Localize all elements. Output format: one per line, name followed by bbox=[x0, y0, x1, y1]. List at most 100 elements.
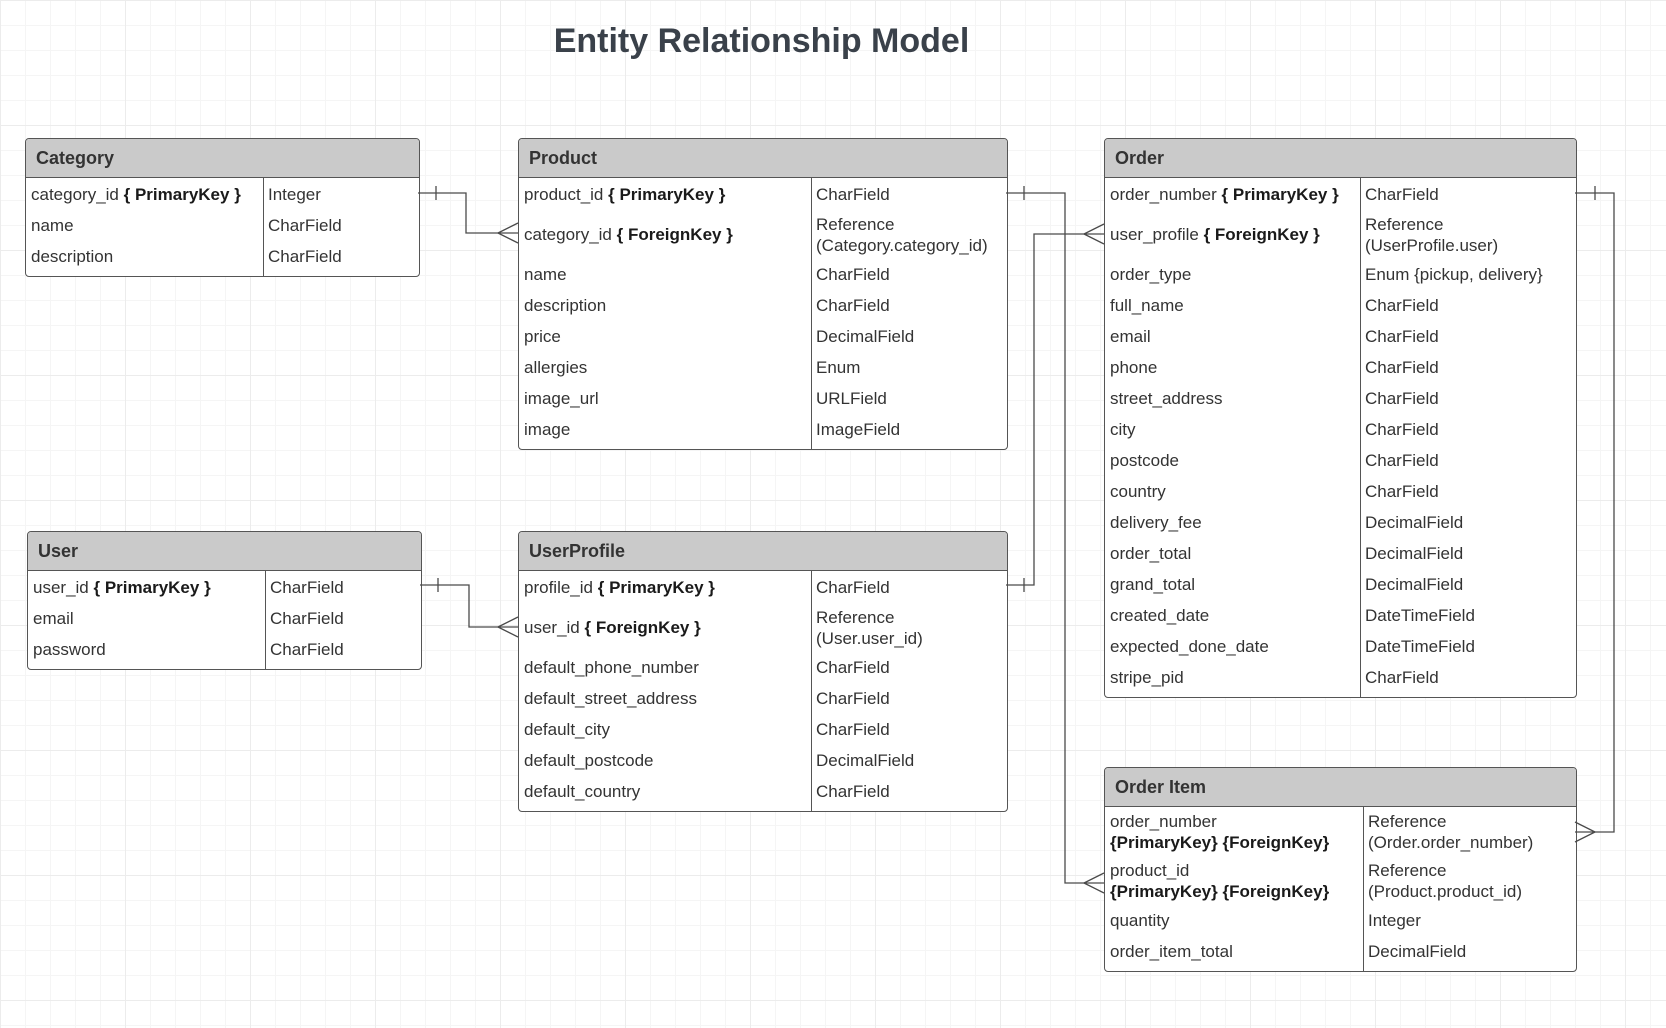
field-type: DecimalField bbox=[811, 326, 1007, 347]
many-marker bbox=[497, 222, 519, 234]
field-name: default_street_address bbox=[519, 688, 811, 709]
field-name-text: default_phone_number bbox=[524, 658, 699, 677]
field-type-text: (User.user_id) bbox=[816, 628, 923, 648]
field-row: email CharField bbox=[28, 603, 421, 634]
field-name-text: street_address bbox=[1110, 389, 1223, 408]
field-type-text: DateTimeField bbox=[1365, 637, 1475, 656]
entity-product[interactable]: Product product_id { PrimaryKey }CharFie… bbox=[518, 138, 1008, 450]
field-type: DecimalField bbox=[1360, 512, 1576, 533]
field-type-text: Integer bbox=[268, 184, 321, 204]
entity-fields: product_id { PrimaryKey }CharField catego… bbox=[519, 178, 1007, 449]
field-row: product_id { PrimaryKey }CharField bbox=[519, 178, 1007, 210]
column-divider bbox=[265, 571, 266, 669]
entity-bottom-padding bbox=[28, 665, 421, 669]
field-type: Integer bbox=[1363, 910, 1576, 931]
field-type-text: DecimalField bbox=[1365, 513, 1464, 532]
field-type: CharField bbox=[1360, 184, 1576, 205]
field-row: delivery_fee DecimalField bbox=[1105, 507, 1576, 538]
many-marker bbox=[1574, 821, 1596, 833]
entity-userprofile[interactable]: UserProfile profile_id { PrimaryKey }Cha… bbox=[518, 531, 1008, 812]
field-name-text: name bbox=[524, 265, 567, 284]
entity-order[interactable]: Order order_number { PrimaryKey }CharFie… bbox=[1104, 138, 1577, 698]
field-name-text: created_date bbox=[1110, 606, 1210, 625]
field-name-text: delivery_fee bbox=[1110, 513, 1202, 532]
field-name: order_total bbox=[1105, 543, 1360, 564]
field-name: order_item_total bbox=[1105, 941, 1363, 962]
key-label: {PrimaryKey} {ForeignKey} bbox=[1110, 832, 1330, 852]
field-name-text: email bbox=[33, 609, 74, 628]
field-type-text: Reference bbox=[1365, 214, 1444, 234]
field-type: CharField bbox=[265, 577, 421, 598]
field-type-text: CharField bbox=[816, 720, 890, 739]
field-type: CharField bbox=[1360, 667, 1576, 688]
field-type: CharField bbox=[811, 295, 1007, 316]
field-row: image_url URLField bbox=[519, 383, 1007, 414]
entity-bottom-padding bbox=[519, 445, 1007, 449]
field-name: postcode bbox=[1105, 450, 1360, 471]
field-name: city bbox=[1105, 419, 1360, 440]
field-type: CharField bbox=[1360, 481, 1576, 502]
field-name: category_id { ForeignKey } bbox=[519, 224, 811, 245]
field-name: image_url bbox=[519, 388, 811, 409]
field-name: description bbox=[26, 246, 263, 267]
field-type: URLField bbox=[811, 388, 1007, 409]
field-name: profile_id { PrimaryKey } bbox=[519, 577, 811, 598]
field-name-text: profile_id bbox=[524, 577, 593, 597]
field-name-text: password bbox=[33, 640, 106, 659]
key-label: {PrimaryKey} {ForeignKey} bbox=[1110, 881, 1330, 901]
entity-bottom-padding bbox=[1105, 967, 1576, 971]
field-type: DateTimeField bbox=[1360, 605, 1576, 626]
field-name: created_date bbox=[1105, 605, 1360, 626]
field-name-text: order_type bbox=[1110, 265, 1192, 284]
field-type: CharField bbox=[1360, 295, 1576, 316]
field-name-text: user_id bbox=[524, 618, 580, 637]
field-row: user_id { PrimaryKey }CharField bbox=[28, 571, 421, 603]
field-type-text: (Product.product_id) bbox=[1368, 881, 1523, 901]
field-type: DecimalField bbox=[811, 750, 1007, 771]
entity-bottom-padding bbox=[519, 807, 1007, 811]
field-row: category_id { PrimaryKey }Integer bbox=[26, 178, 419, 210]
field-type: DecimalField bbox=[1360, 574, 1576, 595]
key-label: { ForeignKey } bbox=[616, 225, 733, 244]
field-type-text: Reference bbox=[816, 214, 895, 234]
key-label: { PrimaryKey } bbox=[93, 577, 211, 597]
field-type-text: CharField bbox=[816, 689, 890, 708]
many-marker bbox=[1083, 223, 1105, 235]
entity-category[interactable]: Category category_id { PrimaryKey }Integ… bbox=[25, 138, 420, 277]
field-name: delivery_fee bbox=[1105, 512, 1360, 533]
entity-order-item[interactable]: Order Item order_number{PrimaryKey} {For… bbox=[1104, 767, 1577, 972]
field-type-text: CharField bbox=[816, 782, 890, 801]
field-type-text: CharField bbox=[270, 609, 344, 628]
field-row: expected_done_date DateTimeField bbox=[1105, 631, 1576, 662]
field-name-text: order_total bbox=[1110, 544, 1192, 563]
field-name: default_postcode bbox=[519, 750, 811, 771]
entity-header: Order bbox=[1105, 139, 1576, 178]
connector-line bbox=[420, 584, 518, 628]
field-name: name bbox=[519, 264, 811, 285]
field-name: default_phone_number bbox=[519, 657, 811, 678]
field-type: Reference(Product.product_id) bbox=[1363, 860, 1576, 902]
field-type-text: DecimalField bbox=[1365, 544, 1464, 563]
field-name-text: image_url bbox=[524, 389, 599, 408]
field-name: user_id { PrimaryKey } bbox=[28, 577, 265, 598]
field-type-text: CharField bbox=[1365, 184, 1439, 204]
field-name-text: expected_done_date bbox=[1110, 637, 1269, 656]
field-name-text: name bbox=[31, 216, 74, 235]
many-marker bbox=[1574, 831, 1596, 843]
many-marker bbox=[1083, 233, 1105, 245]
field-type: DecimalField bbox=[1360, 543, 1576, 564]
field-type: CharField bbox=[811, 184, 1007, 205]
field-type-text: CharField bbox=[1365, 296, 1439, 315]
field-type-text: (Order.order_number) bbox=[1368, 832, 1534, 852]
field-name-text: price bbox=[524, 327, 561, 346]
field-name-text: product_id bbox=[524, 184, 604, 204]
field-type: Reference(Order.order_number) bbox=[1363, 811, 1576, 853]
